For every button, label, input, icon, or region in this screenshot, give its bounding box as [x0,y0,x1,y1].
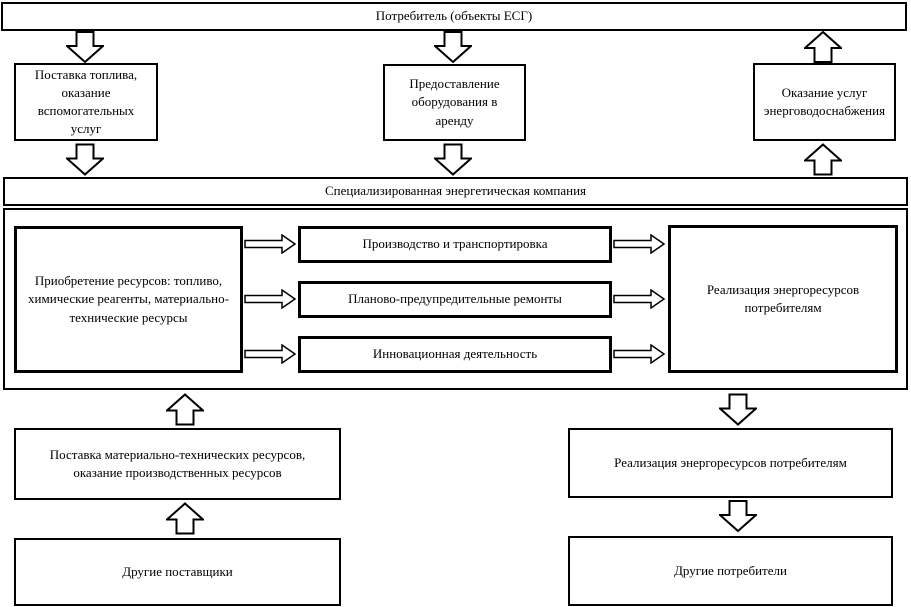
right-arrow-icon [612,344,666,364]
resource-acquisition-box: Приобретение ресурсов: топливо, химическ… [14,226,243,373]
consumer-label: Потребитель (объекты ЕСГ) [375,8,533,24]
company-title-box: Специализированная энергетическая компан… [3,177,908,206]
up-arrow-icon [166,501,204,536]
up-arrow-icon [804,31,842,63]
right-arrow-icon [612,289,666,309]
resource-acquisition-label: Приобретение ресурсов: топливо, химическ… [28,273,229,325]
energy-sales-label: Реализация энергоресурсов потребителям [706,281,860,315]
other-suppliers-label: Другие поставщики [122,563,233,579]
fuel-supply-label: Поставка топлива, оказание вспомогательн… [34,66,138,137]
materials-supply-box: Поставка материально-технических ресурсо… [14,428,341,500]
energy-water-services-box: Оказание услуг энерговодоснабжения [753,63,896,141]
energy-water-services-label: Оказание услуг энерговодоснабжения [763,84,886,118]
right-arrow-icon [243,289,297,309]
other-consumers-box: Другие потребители [568,536,893,606]
innovation-activity-label: Инновационная деятельность [372,346,538,362]
production-transport-box: Производство и транспортировка [298,226,612,263]
equipment-lease-label: Предоставление оборудования в аренду [409,76,500,128]
down-arrow-icon [719,498,757,534]
sales-to-consumers-box: Реализация энергоресурсов потребителям [568,428,893,498]
equipment-lease-box: Предоставление оборудования в аренду [383,64,526,141]
down-arrow-icon [66,142,104,177]
down-arrow-icon [434,31,472,63]
right-arrow-icon [243,344,297,364]
right-arrow-icon [612,234,666,254]
up-arrow-icon [804,142,842,177]
company-title-label: Специализированная энергетическая компан… [324,183,587,199]
sales-to-consumers-label: Реализация энергоресурсов потребителям [614,454,847,470]
scheduled-repairs-box: Планово-предупредительные ремонты [298,281,612,318]
production-transport-label: Производство и транспортировка [362,236,548,252]
scheduled-repairs-label: Планово-предупредительные ремонты [348,291,562,307]
materials-supply-label: Поставка материально-технических ресурсо… [49,446,306,480]
innovation-activity-box: Инновационная деятельность [298,336,612,373]
down-arrow-icon [719,392,757,427]
up-arrow-icon [166,392,204,427]
energy-sales-box: Реализация энергоресурсов потребителям [668,225,898,373]
right-arrow-icon [243,234,297,254]
consumer-box: Потребитель (объекты ЕСГ) [1,2,907,31]
down-arrow-icon [66,31,104,63]
down-arrow-icon [434,142,472,177]
other-suppliers-box: Другие поставщики [14,538,341,606]
other-consumers-label: Другие потребители [674,562,787,578]
fuel-supply-box: Поставка топлива, оказание вспомогательн… [14,63,158,141]
